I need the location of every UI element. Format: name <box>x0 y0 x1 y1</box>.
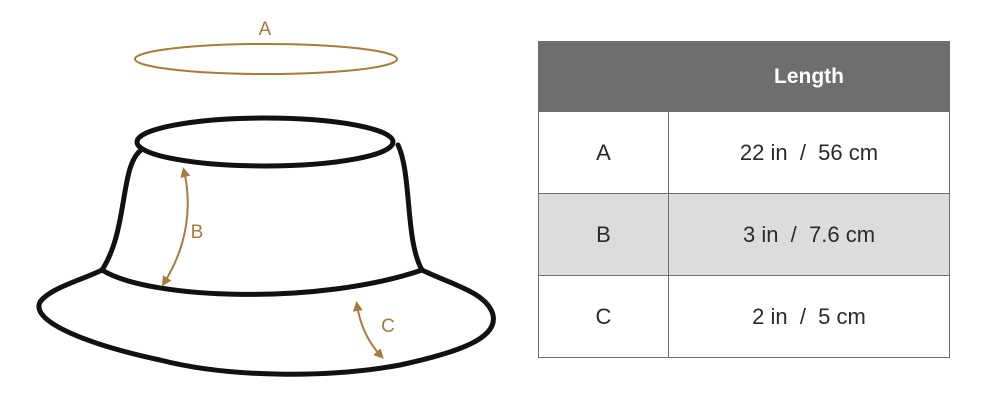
hat-crown-left <box>99 148 143 273</box>
hat-outline <box>36 115 496 377</box>
hat-top <box>134 115 396 169</box>
label-b: B <box>191 222 204 243</box>
hat-brim <box>36 267 496 377</box>
bucket-hat-diagram: A B C <box>36 19 496 377</box>
table-row: A 22 in / 56 cm <box>538 111 950 194</box>
table-header-corner <box>538 41 669 112</box>
row-value: 22 in / 56 cm <box>668 111 950 194</box>
row-key: B <box>538 193 669 276</box>
row-key: A <box>538 111 669 194</box>
row-key: C <box>538 275 669 358</box>
row-value: 2 in / 5 cm <box>668 275 950 358</box>
label-c: C <box>381 316 395 337</box>
table-header-row: Length <box>538 41 950 112</box>
measurement-table: Length A 22 in / 56 cm B 3 in / 7.6 cm C… <box>538 41 950 358</box>
brim-width-arrow <box>352 301 384 359</box>
circumference-ring <box>134 43 398 75</box>
table-header-length: Length <box>668 41 950 112</box>
table-row: C 2 in / 5 cm <box>538 275 950 358</box>
table-row: B 3 in / 7.6 cm <box>538 193 950 276</box>
hat-crown-right <box>395 142 425 273</box>
label-a: A <box>259 19 272 40</box>
crown-depth-arrow <box>161 167 191 287</box>
row-value: 3 in / 7.6 cm <box>668 193 950 276</box>
hat-seam <box>99 267 425 297</box>
